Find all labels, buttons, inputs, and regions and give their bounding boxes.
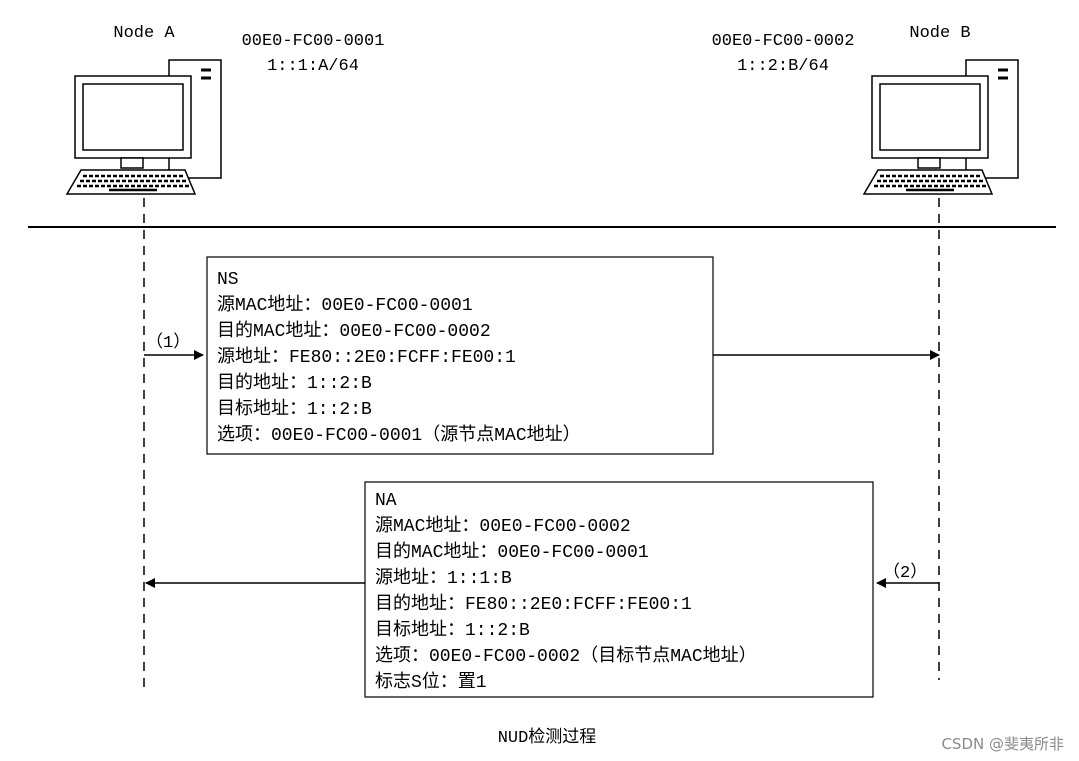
diagram-caption: NUD检测过程 [498, 727, 597, 748]
na-line: 目的MAC地址：00E0-FC00-0001 [375, 541, 649, 563]
na-line: 标志S位：置1 [375, 671, 487, 693]
step-2-label: （2） [883, 562, 927, 583]
csdn-watermark: CSDN @斐夷所非 [941, 735, 1064, 753]
na-line: 目标地址：1::2:B [375, 619, 530, 641]
na-line: 源MAC地址：00E0-FC00-0002 [375, 515, 631, 537]
ns-line: 源地址：FE80::2E0:FCFF:FE00:1 [217, 346, 516, 368]
na-line: 目的地址：FE80::2E0:FCFF:FE00:1 [375, 593, 692, 615]
node-a-mac: 00E0-FC00-0001 [242, 32, 385, 51]
ns-message-box [206, 256, 714, 455]
na-line: NA [375, 491, 397, 511]
ns-line: NS [217, 270, 239, 290]
na-message-text: NA 源MAC地址：00E0-FC00-0002 目的MAC地址：00E0-FC… [375, 491, 757, 693]
node-b-ip: 1::2:B/64 [737, 57, 829, 76]
na-message-box [364, 481, 874, 698]
step-1-label: （1） [146, 332, 190, 353]
na-line: 选项：00E0-FC00-0002（目标节点MAC地址） [375, 645, 757, 667]
ns-line: 选项：00E0-FC00-0001（源节点MAC地址） [217, 424, 581, 446]
ns-message-text: NS 源MAC地址：00E0-FC00-0001 目的MAC地址：00E0-FC… [217, 270, 581, 446]
ns-line: 目的地址：1::2:B [217, 372, 372, 394]
node-a-computer-icon [65, 58, 223, 196]
ns-line: 源MAC地址：00E0-FC00-0001 [217, 294, 473, 316]
node-b-computer-icon [862, 58, 1020, 196]
node-a-ip: 1::1:A/64 [267, 57, 359, 76]
ns-line: 目的MAC地址：00E0-FC00-0002 [217, 320, 491, 342]
na-line: 源地址：1::1:B [375, 567, 512, 589]
node-b-label: Node B [909, 24, 970, 43]
node-b-mac: 00E0-FC00-0002 [712, 32, 855, 51]
ns-line: 目标地址：1::2:B [217, 398, 372, 420]
node-a-label: Node A [113, 24, 175, 43]
